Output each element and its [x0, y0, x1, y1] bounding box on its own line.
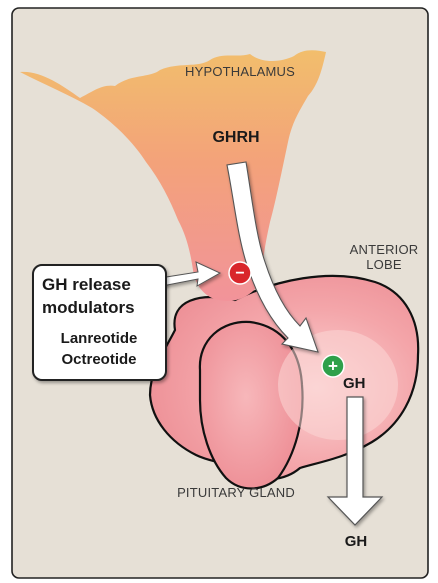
callout-line-gh-release: GH release: [42, 275, 131, 294]
inhibit-symbol: −: [229, 262, 251, 284]
stimulate-sign: +: [328, 357, 338, 376]
gh-output-label: GH: [345, 533, 368, 550]
callout-line-octreotide: Octreotide: [61, 351, 136, 368]
stimulate-symbol: +: [322, 355, 344, 377]
callout-line-modulators: modulators: [42, 298, 135, 317]
gh-inside-label: GH: [343, 375, 366, 392]
pituitary-gland-label: PITUITARY GLAND: [177, 485, 295, 500]
hypothalamus-label: HYPOTHALAMUS: [185, 64, 295, 79]
anterior-lobe-label-line2: LOBE: [366, 257, 402, 272]
anterior-lobe-label-line1: ANTERIOR: [350, 242, 419, 257]
inhibit-sign: −: [235, 265, 244, 282]
ghrh-label: GHRH: [212, 129, 259, 146]
callout-line-lanreotide: Lanreotide: [61, 330, 138, 347]
